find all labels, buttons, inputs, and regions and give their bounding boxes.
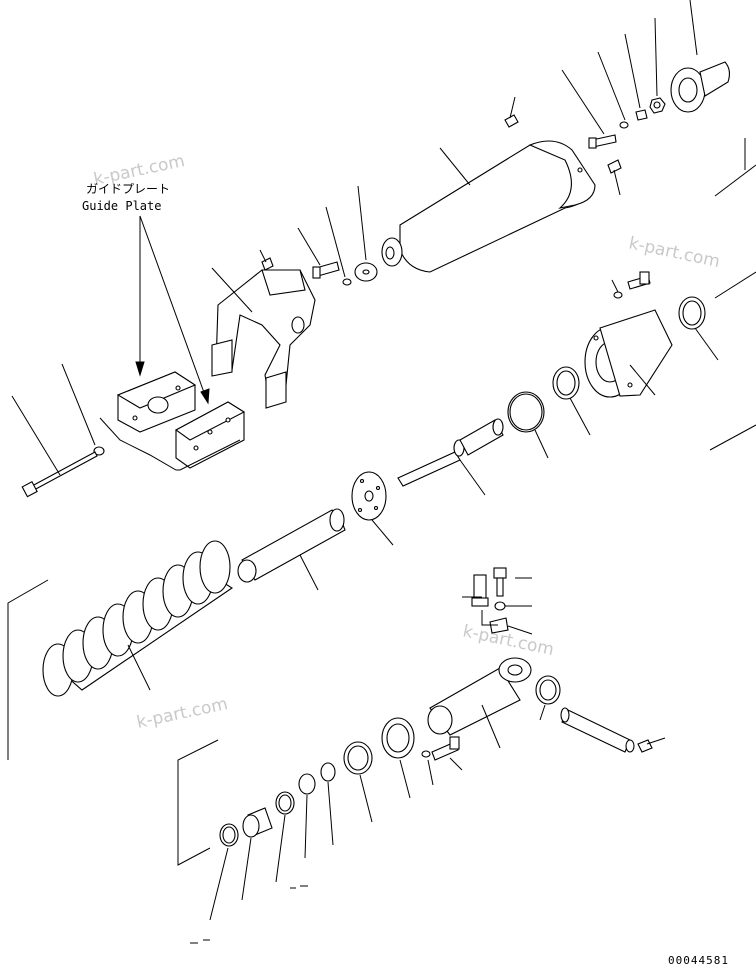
watermark-2: k-part.com bbox=[627, 233, 722, 272]
clip-top bbox=[635, 109, 648, 121]
nut-top bbox=[649, 97, 666, 114]
lower-pin bbox=[560, 707, 635, 753]
seal-cup bbox=[343, 741, 373, 775]
plug-small-1 bbox=[607, 159, 622, 174]
guide-plate-arrows bbox=[135, 215, 210, 405]
leader-lines bbox=[11, 0, 719, 921]
bolt-lower-1 bbox=[493, 567, 507, 597]
plug-lower bbox=[637, 739, 653, 753]
flange-top bbox=[670, 61, 731, 113]
guide-plate-right bbox=[174, 401, 246, 469]
guide-plate-label-jp: ガイドプレート bbox=[86, 182, 170, 196]
yoke bbox=[211, 269, 316, 409]
bolt-lower-2 bbox=[431, 736, 460, 761]
drawing-number: 00044581 bbox=[668, 954, 729, 967]
cylinder-assembly bbox=[381, 140, 598, 273]
gasket-plate bbox=[381, 717, 415, 759]
guide-plate-left bbox=[116, 371, 197, 433]
lower-bushing bbox=[535, 675, 561, 705]
flange-housing bbox=[584, 309, 673, 398]
piston-rod bbox=[397, 418, 504, 487]
recoil-spring bbox=[42, 540, 234, 697]
guide-plate-label-en: Guide Plate bbox=[82, 199, 161, 213]
bolt-1 bbox=[312, 261, 340, 279]
o-ring bbox=[507, 391, 545, 433]
washer-lower-1 bbox=[494, 601, 506, 611]
clip-lower bbox=[489, 617, 509, 634]
pin-top-small bbox=[504, 114, 519, 128]
piston-disc bbox=[351, 471, 387, 521]
bushing-right bbox=[678, 296, 706, 330]
packing bbox=[242, 807, 273, 838]
spacer-tube bbox=[237, 508, 346, 583]
washer-lower-2 bbox=[421, 750, 431, 758]
washer-guide bbox=[93, 446, 105, 456]
plug-small-2 bbox=[261, 257, 274, 271]
ring-small bbox=[275, 791, 295, 815]
bushing-end bbox=[219, 823, 239, 847]
lower-cylinder bbox=[427, 657, 532, 736]
end-cap-disc bbox=[354, 262, 378, 282]
bolt-top-1 bbox=[588, 134, 617, 149]
washer-top-1 bbox=[619, 121, 629, 129]
wiper-ring bbox=[298, 773, 316, 795]
snap-ring bbox=[320, 762, 336, 782]
washer-small-1 bbox=[342, 278, 352, 286]
bushing-center bbox=[552, 366, 580, 400]
washer-2 bbox=[613, 291, 623, 299]
guide-plate-boundary bbox=[99, 417, 241, 471]
watermark-4: k-part.com bbox=[135, 694, 230, 733]
grease-fitting bbox=[471, 574, 489, 607]
long-bolt bbox=[21, 451, 98, 498]
bolt-2 bbox=[627, 271, 651, 290]
watermark-3: k-part.com bbox=[461, 621, 556, 660]
boundary-brackets bbox=[7, 138, 756, 944]
